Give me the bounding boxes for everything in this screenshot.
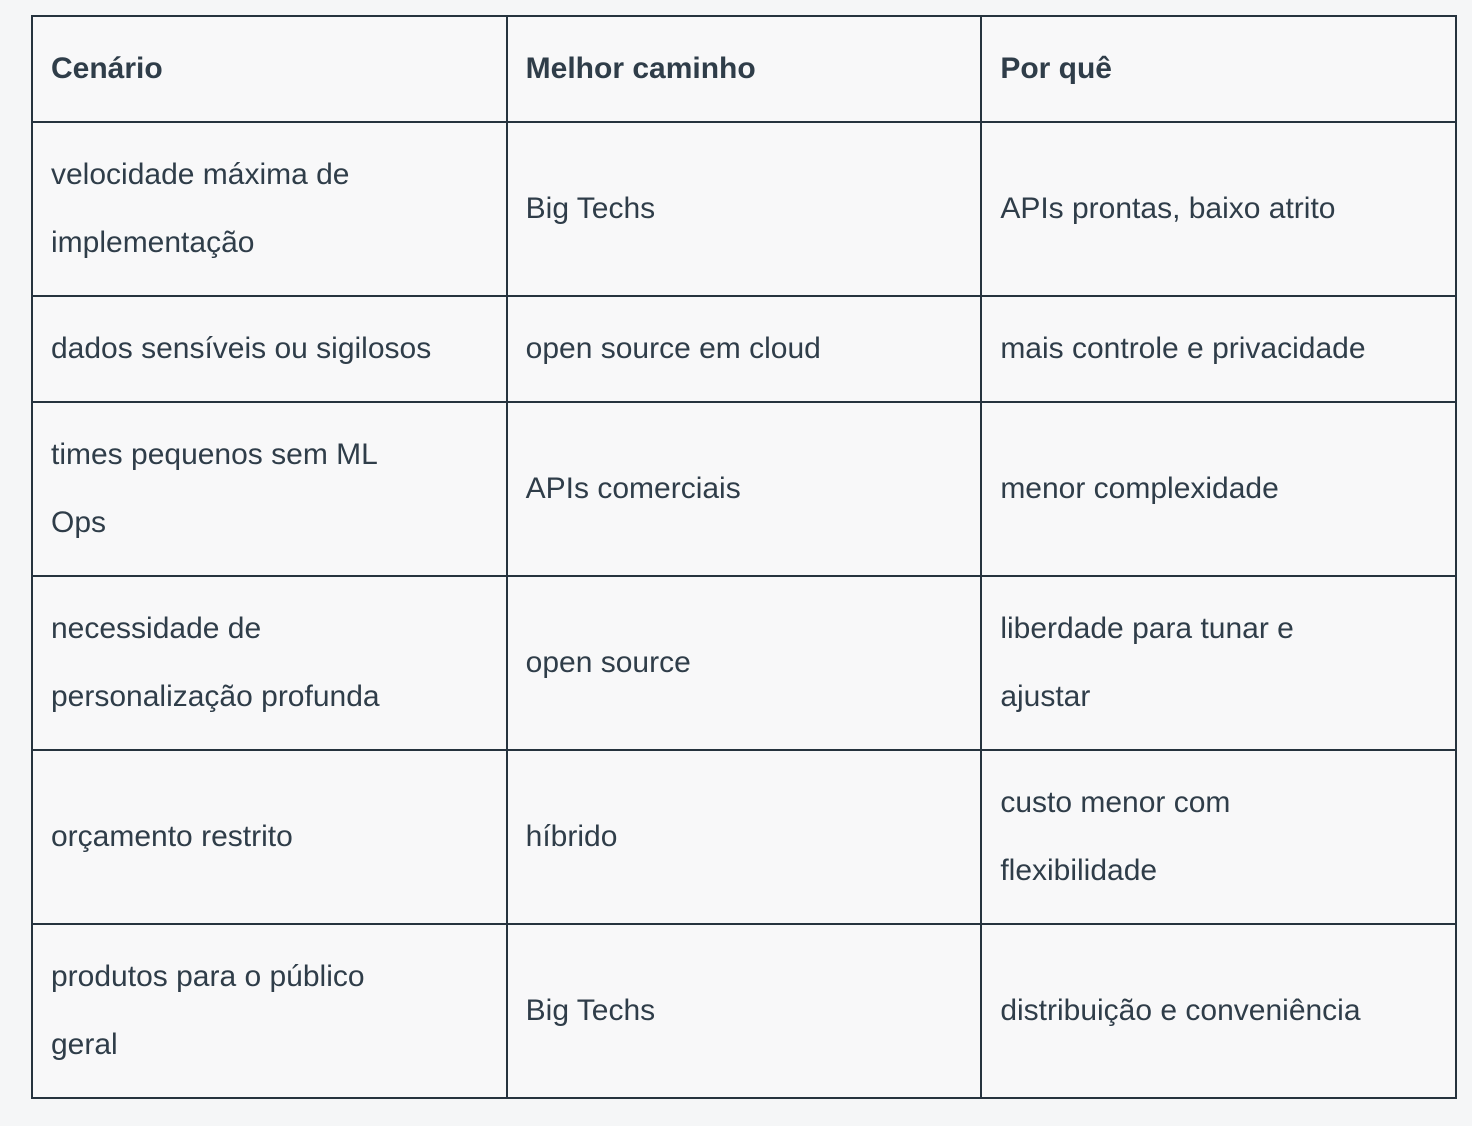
cell-cenario: orçamento restrito <box>31 749 508 925</box>
comparison-table: Cenário Melhor caminho Por quê velocidad… <box>31 15 1457 1099</box>
column-header-cenario: Cenário <box>31 15 508 123</box>
cell-cenario: necessidade de personalização profunda <box>31 575 508 751</box>
cell-melhor-caminho: open source em cloud <box>505 295 983 403</box>
table-row: necessidade de personalização profunda o… <box>31 575 1457 751</box>
cell-melhor-caminho: híbrido <box>505 749 983 925</box>
cell-melhor-caminho: open source <box>505 575 983 751</box>
table-header-row: Cenário Melhor caminho Por quê <box>31 15 1457 123</box>
cell-por-que: custo menor com flexibilidade <box>980 749 1457 925</box>
cell-cenario: produtos para o público geral <box>31 923 508 1099</box>
table-row: dados sensíveis ou sigilosos open source… <box>31 295 1457 403</box>
table-row: orçamento restrito híbrido custo menor c… <box>31 749 1457 925</box>
table-row: produtos para o público geral Big Techs … <box>31 923 1457 1099</box>
cell-melhor-caminho: APIs comerciais <box>505 401 983 577</box>
table-row: velocidade máxima de implementação Big T… <box>31 121 1457 297</box>
cell-por-que: liberdade para tunar e ajustar <box>980 575 1457 751</box>
column-header-por-que: Por quê <box>980 15 1457 123</box>
column-header-melhor-caminho: Melhor caminho <box>505 15 983 123</box>
cell-melhor-caminho: Big Techs <box>505 121 983 297</box>
cell-cenario: dados sensíveis ou sigilosos <box>31 295 508 403</box>
cell-por-que: APIs prontas, baixo atrito <box>980 121 1457 297</box>
table-row: times pequenos sem ML Ops APIs comerciai… <box>31 401 1457 577</box>
cell-cenario: times pequenos sem ML Ops <box>31 401 508 577</box>
cell-melhor-caminho: Big Techs <box>505 923 983 1099</box>
cell-por-que: distribuição e conveniência <box>980 923 1457 1099</box>
cell-por-que: mais controle e privacidade <box>980 295 1457 403</box>
cell-por-que: menor complexidade <box>980 401 1457 577</box>
cell-cenario: velocidade máxima de implementação <box>31 121 508 297</box>
